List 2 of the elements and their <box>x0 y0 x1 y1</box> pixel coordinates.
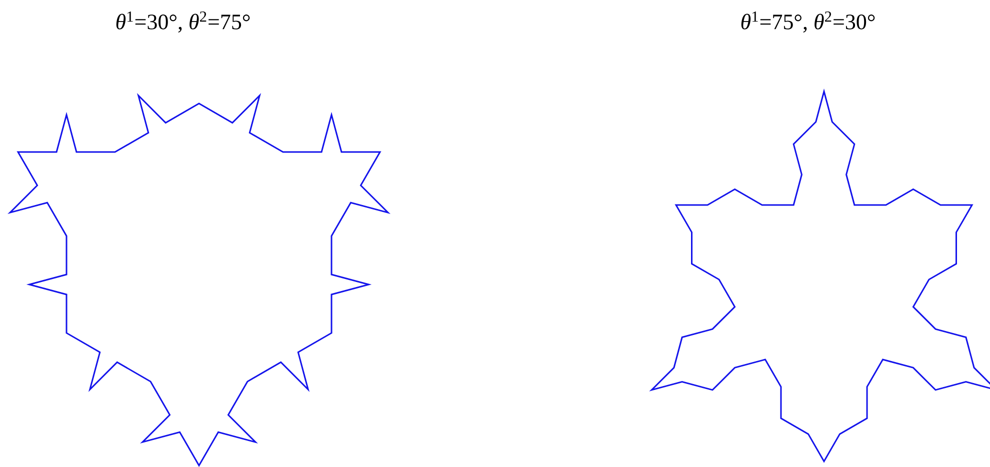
title: θ$^{1}$=30°, θ$^{2}$=75° <box>116 11 250 33</box>
title: θ$^{1}$=75°, θ$^{2}$=30° <box>741 11 875 33</box>
